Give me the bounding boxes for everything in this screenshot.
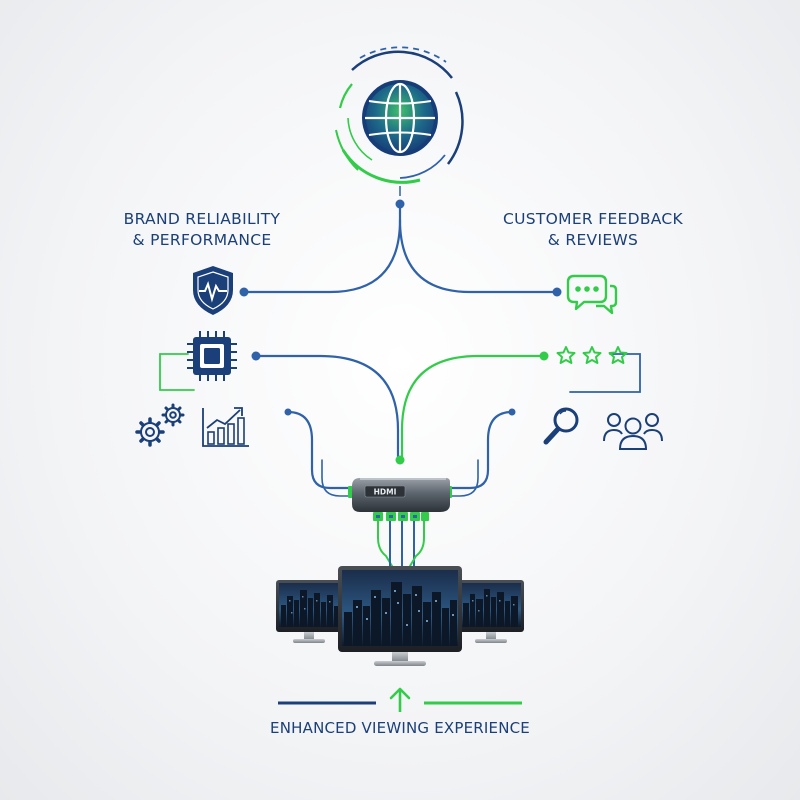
up-arrow-icon — [278, 687, 522, 712]
monitor-right — [458, 580, 524, 643]
gears-icon — [135, 403, 185, 447]
monitor-center — [338, 566, 462, 666]
left-heading-line1: BRAND RELIABILITY — [123, 210, 281, 228]
right-heading-line2: & REVIEWS — [547, 231, 639, 249]
shield-pulse-icon — [193, 266, 233, 315]
hub-label: HDMI — [374, 488, 397, 497]
chip-icon — [187, 331, 237, 381]
globe-icon — [335, 46, 464, 196]
left-heading-line2: & PERFORMANCE — [132, 231, 272, 249]
enhanced-viewing-label: ENHANCED VIEWING EXPERIENCE — [230, 719, 570, 737]
brand-reliability-heading: BRAND RELIABILITY & PERFORMANCE — [112, 209, 292, 251]
magnifier-icon — [543, 407, 579, 445]
monitor-left — [276, 580, 342, 643]
hdmi-switch-hub: HDMI — [348, 478, 452, 521]
right-heading-line1: CUSTOMER FEEDBACK — [502, 210, 684, 228]
bar-chart-icon — [202, 407, 249, 447]
stars-icon — [556, 346, 628, 364]
chat-bubbles-icon — [566, 274, 618, 315]
connection-nodes — [239, 199, 562, 465]
customer-feedback-heading: CUSTOMER FEEDBACK & REVIEWS — [500, 209, 686, 251]
users-icon — [603, 413, 663, 450]
bottom-label-text: ENHANCED VIEWING EXPERIENCE — [270, 719, 530, 737]
